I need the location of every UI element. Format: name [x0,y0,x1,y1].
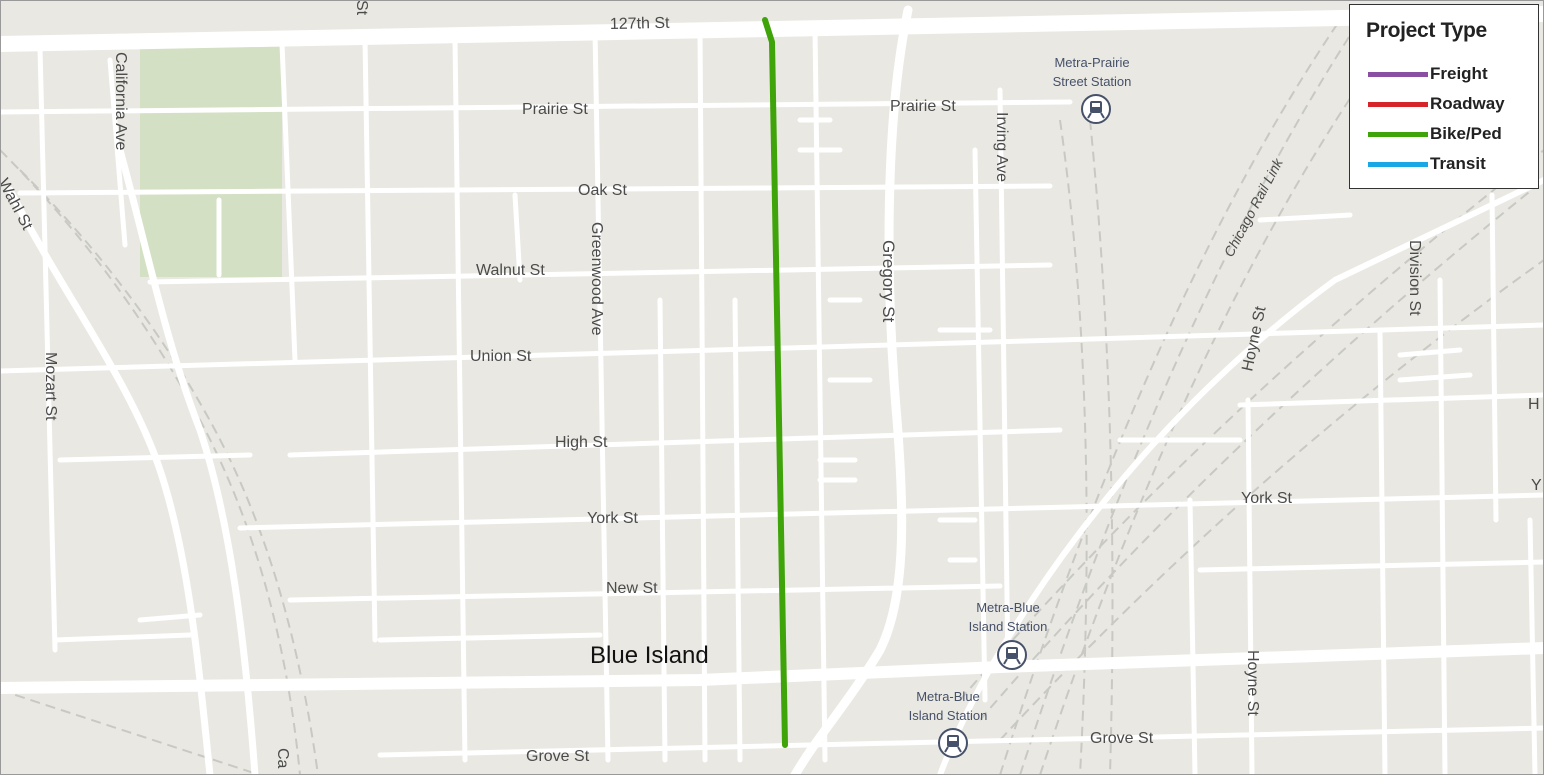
park-area [140,44,282,277]
legend-swatch-roadway [1368,101,1428,107]
street-label-partial-y: Y [1531,477,1542,494]
legend-item-freight: Freight [1368,63,1488,85]
legend-item-transit: Transit [1368,153,1486,175]
station-label-line2: Island Station [909,708,988,723]
street-label-irving: Irving Ave [993,112,1010,182]
street-label-high: High St [555,434,608,451]
street-label-york-west: York St [587,510,639,527]
street-label-new: New St [606,580,658,597]
legend-swatch-transit [1368,161,1428,167]
major-streets [0,5,1544,775]
station-label-line2: Street Station [1053,74,1132,89]
station-label-line1: Metra-Blue [916,689,980,704]
legend-item-bike-ped: Bike/Ped [1368,123,1502,145]
street-label-127th: 127th St [610,15,670,33]
street-label-hoyne-south: Hoyne St [1244,650,1261,716]
legend-label-roadway: Roadway [1430,94,1505,113]
street-label-partial-ca: Ca [274,748,291,769]
street-label-union: Union St [470,348,532,365]
station-metra-prairie[interactable]: Metra-Prairie Street Station [1053,55,1132,124]
street-label-prairie-east: Prairie St [890,98,956,115]
street-label-partial-h: H [1528,396,1540,413]
street-label-mozart: Mozart St [42,352,59,421]
legend-label-transit: Transit [1430,154,1486,173]
train-station-icon [1081,94,1111,124]
train-station-icon [938,728,968,758]
legend-swatch-freight [1368,71,1428,77]
station-metra-blue-island-north[interactable]: Metra-Blue Island Station [969,600,1048,670]
legend-label-freight: Freight [1430,64,1488,83]
street-label-york-east: York St [1241,490,1293,507]
street-label-greenwood: Greenwood Ave [588,222,605,336]
legend-swatch-bike-ped [1368,131,1428,137]
bike-ped-project-line[interactable] [762,17,788,748]
legend-item-roadway: Roadway [1368,93,1505,115]
station-label-line2: Island Station [969,619,1048,634]
place-label-blue-island: Blue Island [590,642,709,669]
street-label-oak: Oak St [578,182,627,199]
street-label-partial-top: St [353,0,370,16]
station-label-line1: Metra-Prairie [1054,55,1129,70]
station-label-line1: Metra-Blue [976,600,1040,615]
train-station-icon [997,640,1027,670]
street-label-prairie-west: Prairie St [522,101,588,118]
station-metra-blue-island-south[interactable]: Metra-Blue Island Station [909,689,988,758]
legend-title: Project Type [1366,19,1487,42]
street-label-grove-west: Grove St [526,748,590,765]
street-label-california: California Ave [112,52,129,151]
street-label-walnut: Walnut St [476,262,545,279]
street-label-grove-east: Grove St [1090,730,1154,747]
street-label-gregory: Gregory St [879,240,898,322]
legend-label-bike-ped: Bike/Ped [1430,124,1502,143]
street-label-division: Division St [1406,240,1423,316]
legend: Project Type Freight Roadway Bike/Ped Tr… [1349,4,1539,189]
